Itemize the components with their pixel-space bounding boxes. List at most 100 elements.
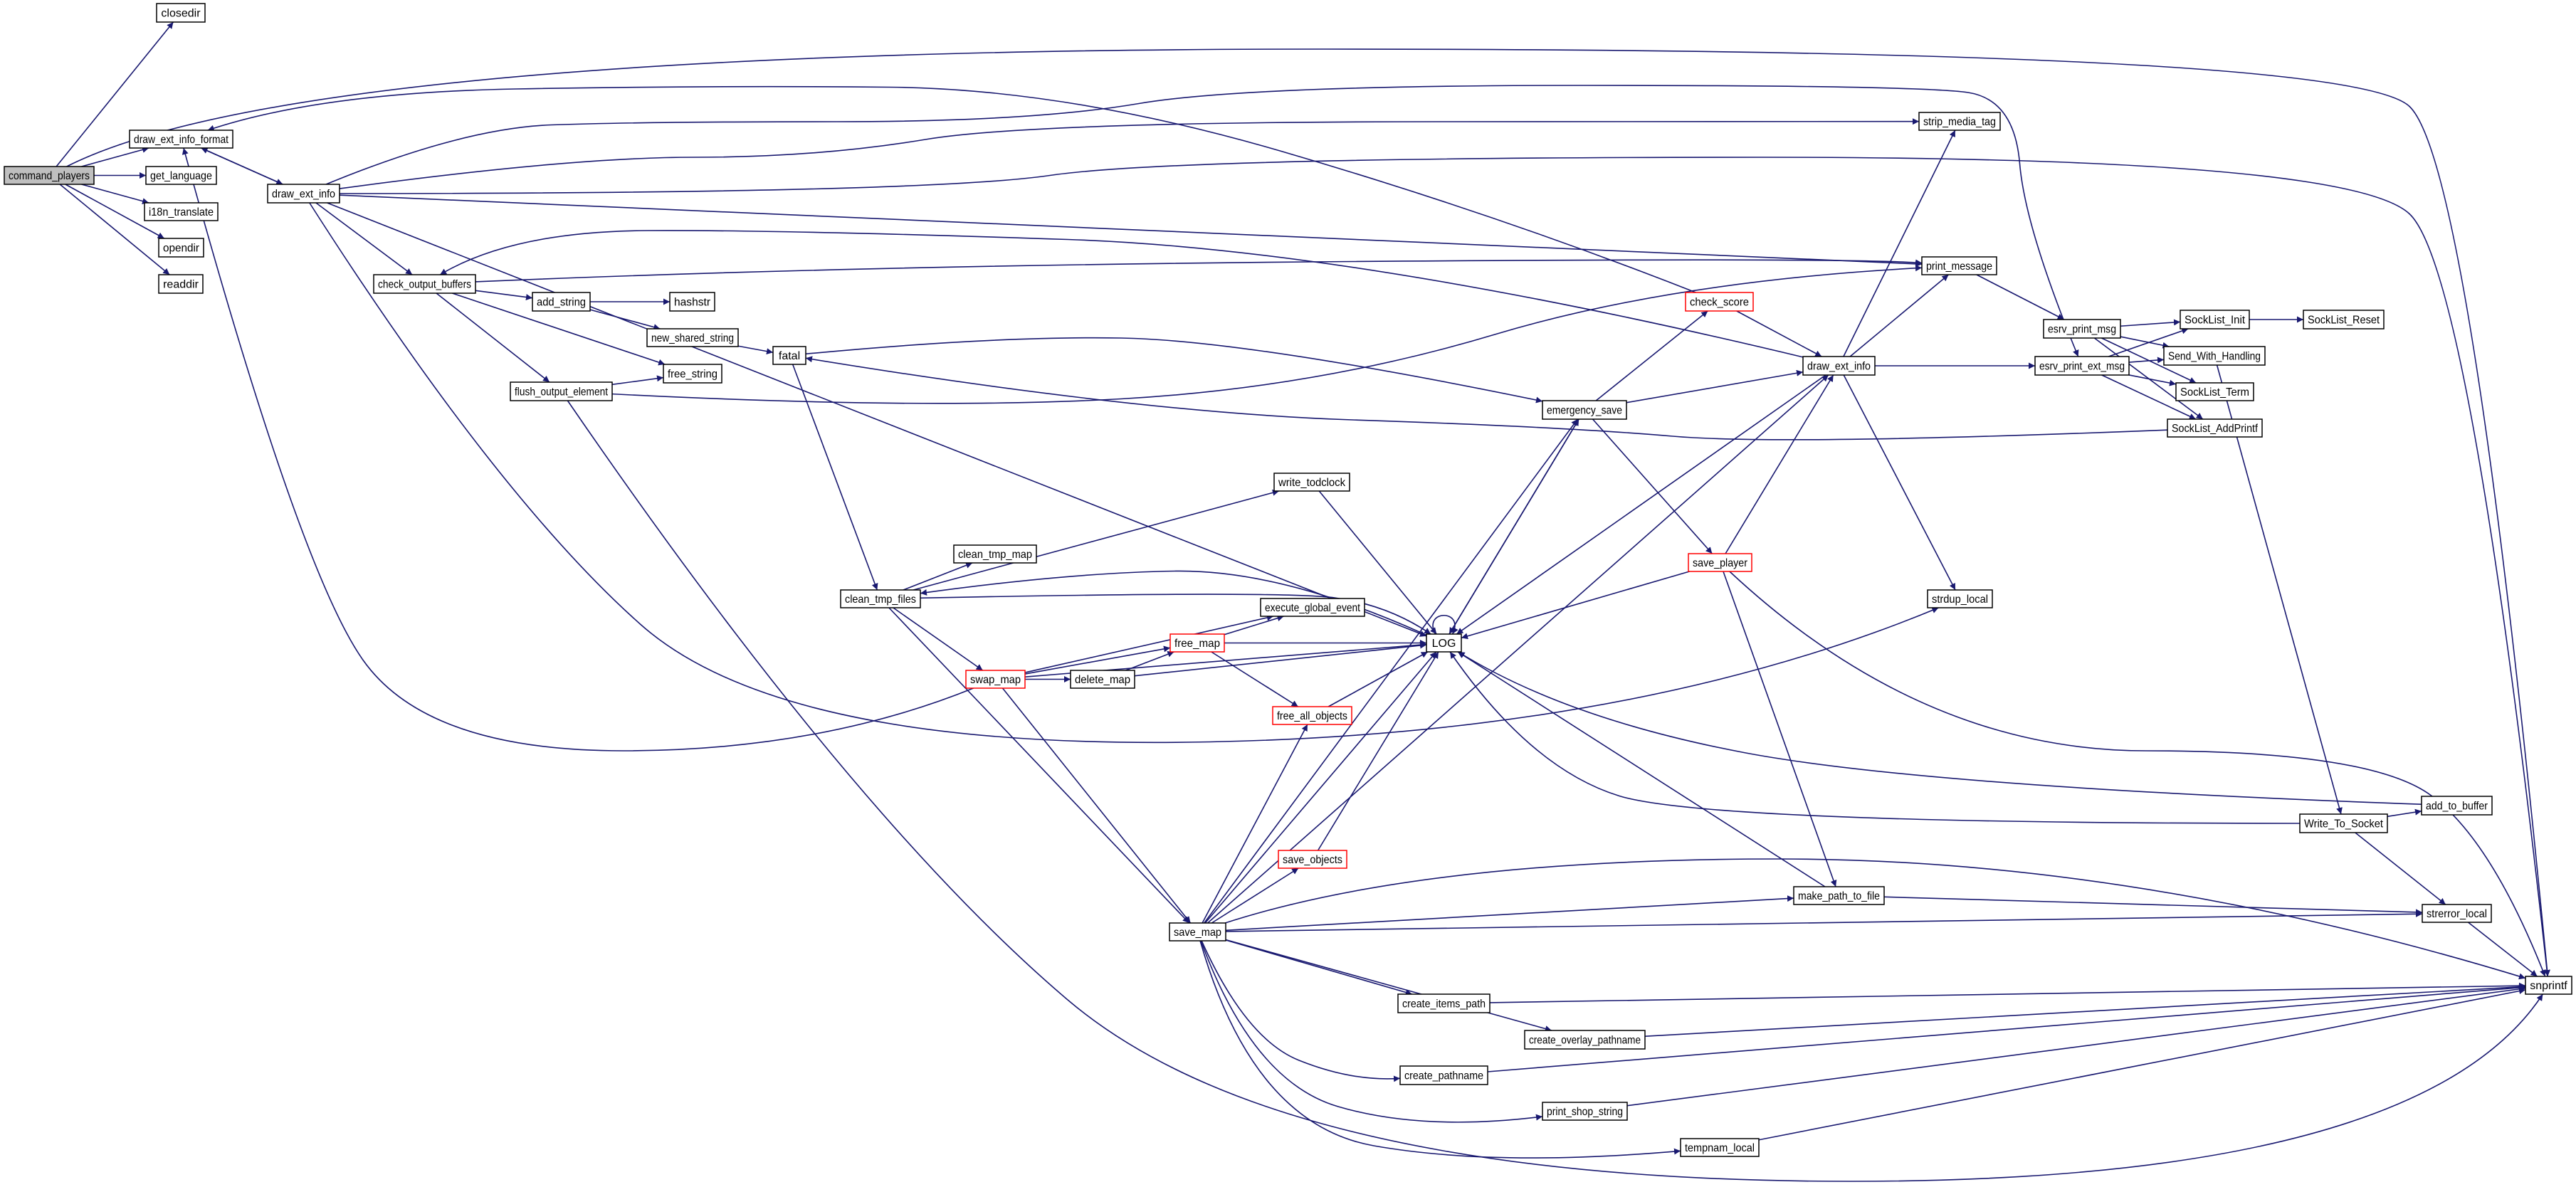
call-edge-fatal-to-clean_tmp_files (792, 364, 878, 591)
node-label: strip_media_tag (1923, 116, 1996, 128)
call-edge-clean_tmp_files-to-swap_map (893, 607, 984, 671)
node-box (1685, 292, 1754, 312)
call-edge-draw_ext_info-to-esrv_print_ext_msg (325, 85, 2079, 357)
call-edge-swap_map-to-save_map (1002, 687, 1192, 924)
node-label: hashstr (674, 297, 711, 309)
function-node-snprintf[interactable]: snprintf (2525, 976, 2572, 995)
call-edge-save_map-to-create_items_path (1225, 939, 1412, 996)
function-node-hashstr[interactable]: hashstr (669, 292, 715, 312)
node-box (2034, 356, 2130, 376)
function-node-add-to-buffer[interactable]: add_to_buffer (2421, 796, 2493, 816)
node-box (1278, 850, 1347, 869)
function-node-socklist-term[interactable]: SockList_Term (2175, 382, 2254, 401)
function-node-send-with-handling[interactable]: Send_With_Handling (2163, 346, 2266, 366)
node-label: tempnam_local (1685, 1142, 1755, 1154)
node-label: create_items_path (1402, 998, 1486, 1011)
call-edge-save_player-to-draw_ext_info (1725, 374, 1834, 554)
call-edge-draw_ext_info-to-LOG (1456, 374, 1826, 635)
node-box (1542, 400, 1627, 420)
node-label: create_overlay_pathname (1529, 1035, 1641, 1047)
call-edge-draw_ext_info-to-check_output_buffers (439, 230, 1804, 358)
function-node-log[interactable]: LOG (1426, 633, 1462, 653)
call-edge-save_map-to-create_pathname (1201, 940, 1401, 1082)
function-node-free-all-objects[interactable]: free_all_objects (1272, 706, 1352, 725)
function-node-free-map[interactable]: free_map (1169, 633, 1225, 653)
function-node-draw-ext-info[interactable]: draw_ext_info (1802, 356, 1876, 376)
node-label: opendir (163, 243, 200, 255)
function-node-write-to-socket[interactable]: Write_To_Socket (2299, 813, 2388, 833)
call-edge-free_all_objects-to-LOG (1328, 651, 1429, 707)
function-node-add-string[interactable]: add_string (532, 292, 591, 312)
function-node-create-items-path[interactable]: create_items_path (1397, 993, 1491, 1013)
node-box (129, 130, 233, 149)
function-node-clean-tmp-files[interactable]: clean_tmp_files (840, 589, 921, 608)
function-node-new-shared-string[interactable]: new_shared_string (646, 328, 739, 347)
node-box (1397, 993, 1491, 1013)
function-node-socklist-init[interactable]: SockList_Init (2180, 310, 2250, 329)
function-node-esrv-print-msg[interactable]: esrv_print_msg (2043, 319, 2121, 339)
node-label: clean_tmp_files (845, 594, 916, 606)
function-node-clean-tmp-map[interactable]: clean_tmp_map (953, 544, 1037, 564)
function-node-socklist-addprintf[interactable]: SockList_AddPrintf (2167, 418, 2263, 438)
call-edge-command_players-to-readdir (59, 184, 170, 275)
node-box (158, 238, 204, 258)
function-node-strdup-local[interactable]: strdup_local (1927, 589, 1993, 608)
call-edge-check_score-to-draw_ext_info_format (207, 85, 1696, 293)
function-node-print-shop-string[interactable]: print_shop_string (1542, 1102, 1628, 1121)
function-node-create-pathname[interactable]: create_pathname (1399, 1065, 1488, 1085)
node-label: print_shop_string (1547, 1106, 1623, 1118)
function-node-save-objects[interactable]: save_objects (1278, 850, 1347, 869)
function-node-execute-global-event[interactable]: execute_global_event (1260, 598, 1365, 617)
function-node-i18n-translate[interactable]: i18n_translate (144, 202, 219, 221)
function-node-create-overlay-pathname[interactable]: create_overlay_pathname (1524, 1030, 1646, 1050)
function-node-tempnam-local[interactable]: tempnam_local (1680, 1138, 1760, 1157)
node-label: readdir (163, 279, 199, 291)
function-node-swap-map[interactable]: swap_map (965, 670, 1026, 689)
function-node-write-todclock[interactable]: write_todclock (1273, 473, 1350, 492)
function-node-opendir[interactable]: opendir (158, 238, 204, 258)
call-edge-new_shared_string-to-fatal (737, 345, 774, 355)
function-node-print-message[interactable]: print_message (1921, 256, 1997, 275)
call-edge-save_map-to-LOG (1204, 651, 1437, 924)
node-label: draw_ext_info_format (134, 134, 228, 146)
call-edge-draw_ext_info-to-print_message (339, 194, 1923, 268)
function-node-esrv-print-ext-msg[interactable]: esrv_print_ext_msg (2034, 356, 2130, 376)
node-box (1921, 256, 1997, 275)
node-box (2167, 418, 2263, 438)
call-edge-save_map-to-save_objects (1211, 867, 1299, 924)
call-edge-save_map-to-print_shop_string (1200, 940, 1543, 1123)
call-edge-SockList_AddPrintf-to-fatal (805, 356, 2168, 441)
node-label: print_message (1926, 260, 1992, 273)
node-box (144, 202, 219, 221)
call-edge-command_players-to-draw_ext_info_format (81, 147, 149, 167)
call-edge-save_player-to-LOG (1461, 571, 1690, 640)
call-edge-save_player-to-snprintf (1729, 571, 2546, 977)
node-box (156, 3, 206, 23)
function-node-strerror-local[interactable]: strerror_local (2422, 904, 2492, 923)
node-label: draw_ext_info (272, 189, 335, 201)
function-node-closedir[interactable]: closedir (156, 3, 206, 23)
function-node-save-player[interactable]: save_player (1688, 553, 1752, 572)
call-edge-draw_ext_info-to-strip_media_tag (1843, 130, 1956, 357)
function-node-readdir[interactable]: readdir (158, 274, 204, 294)
function-node-save-map[interactable]: save_map (1169, 922, 1226, 942)
function-node-check-score[interactable]: check_score (1685, 292, 1754, 312)
function-node-check-output-buffers[interactable]: check_output_buffers (373, 274, 476, 294)
function-node-socklist-reset[interactable]: SockList_Reset (2303, 310, 2385, 329)
function-node-free-string[interactable]: free_string (663, 364, 722, 384)
function-node-fatal[interactable]: fatal (772, 346, 806, 365)
function-node-emergency-save[interactable]: emergency_save (1542, 400, 1627, 420)
node-box (2422, 904, 2492, 923)
node-label: strdup_local (1932, 594, 1988, 606)
node-box (373, 274, 476, 294)
function-node-command-players[interactable]: command_players (4, 166, 95, 185)
function-node-get-language[interactable]: get_language (145, 166, 217, 185)
function-node-draw-ext-info-format[interactable]: draw_ext_info_format (129, 130, 233, 149)
function-node-draw-ext-info[interactable]: draw_ext_info (267, 184, 340, 204)
function-node-flush-output-element[interactable]: flush_output_element (510, 381, 613, 401)
function-node-make-path-to-file[interactable]: make_path_to_file (1793, 886, 1885, 905)
node-label: check_score (1690, 297, 1749, 309)
function-node-strip-media-tag[interactable]: strip_media_tag (1918, 112, 2001, 131)
function-node-delete-map[interactable]: delete_map (1070, 670, 1135, 689)
node-label: new_shared_string (651, 332, 734, 344)
